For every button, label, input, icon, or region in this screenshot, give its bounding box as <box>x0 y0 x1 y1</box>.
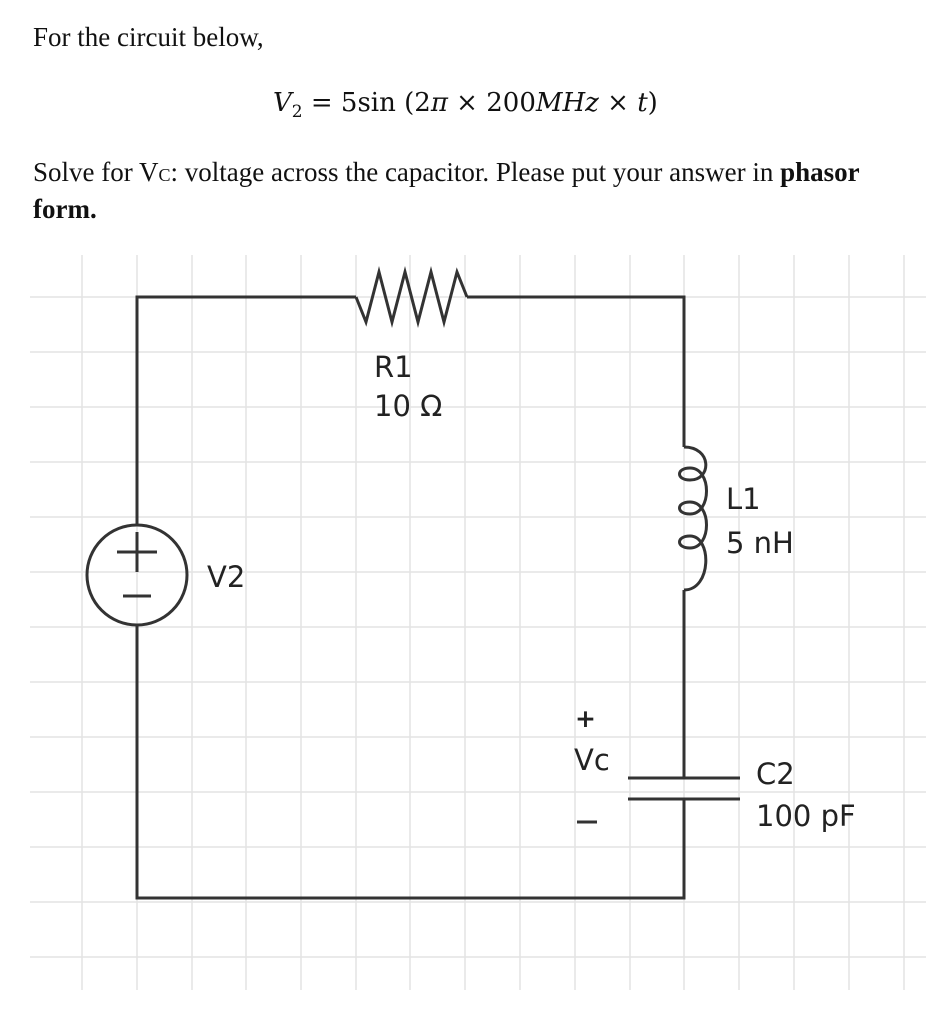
inductor-symbol <box>678 445 708 592</box>
grid <box>30 255 926 990</box>
eq-lhs-sub: 2 <box>291 102 303 123</box>
question-text: Solve for VC: voltage across the capacit… <box>33 155 893 226</box>
resistor-name: R1 <box>374 350 413 384</box>
wire-top-left <box>135 295 356 525</box>
q-sub: C <box>158 165 171 185</box>
wires <box>85 266 740 900</box>
inductor-value: 5 nH <box>726 526 794 560</box>
wire-bottom <box>135 625 686 900</box>
q-part2: : voltage across the capacitor. Please p… <box>170 157 781 187</box>
eq-rhs-prefix: = 5sin (2 <box>302 88 431 118</box>
wire-top-right <box>467 295 686 447</box>
capacitor-value: 100 pF <box>756 799 856 833</box>
eq-close: ) <box>647 88 658 118</box>
q-part1: Solve for V <box>33 157 159 187</box>
vc-label: Vc <box>574 743 610 777</box>
eq-lhs-var: V <box>273 88 292 118</box>
eq-t: t <box>637 88 648 118</box>
capacitor-name: C2 <box>756 757 795 791</box>
vc-plus: + <box>575 704 596 733</box>
eq-mid: × 200 <box>447 88 536 118</box>
resistor-symbol <box>354 266 469 328</box>
inductor-name: L1 <box>726 482 761 516</box>
eq-mhz: MHz <box>535 88 599 118</box>
eq-times: × <box>598 88 638 118</box>
voltage-source-symbol <box>85 523 189 627</box>
intro-text: For the circuit below, <box>33 22 264 52</box>
q-bold: phasor form. <box>33 157 860 224</box>
source-name: V2 <box>207 560 245 594</box>
source-equation: V2 = 5sin (2π × 200MHz × t) <box>273 88 658 122</box>
eq-pi: π <box>430 88 448 118</box>
resistor-value: 10 Ω <box>374 389 442 423</box>
